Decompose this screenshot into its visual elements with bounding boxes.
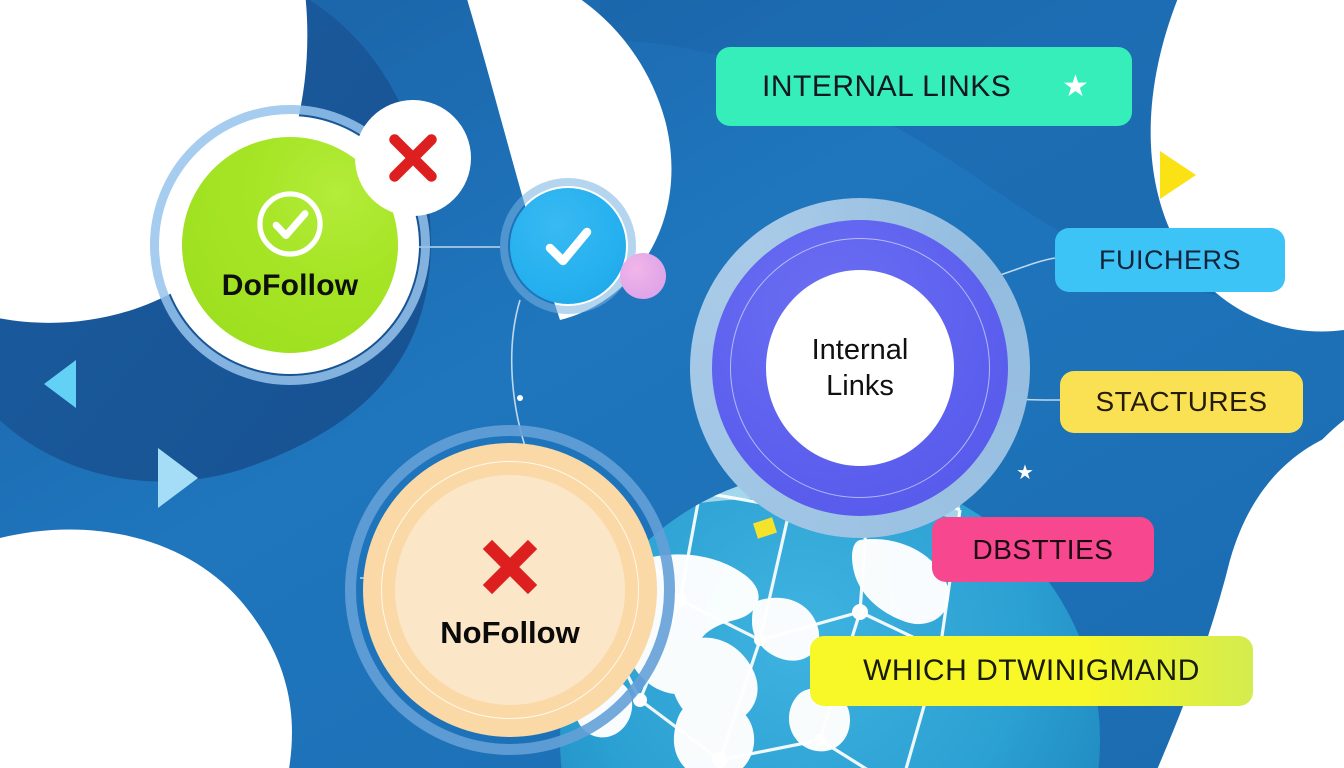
pink-dot-decoration bbox=[620, 253, 666, 299]
triangle-right-blue-icon bbox=[158, 448, 198, 508]
badge-which-dtwinigmand[interactable]: WHICH DTWINIGMAND bbox=[810, 636, 1253, 706]
blue-check-disc bbox=[510, 188, 626, 304]
badge-dbstties-label: DBSTTIES bbox=[972, 533, 1114, 565]
badge-internal-links-label: INTERNAL LINKS bbox=[762, 69, 1012, 103]
nofollow-node[interactable]: NoFollow bbox=[345, 425, 675, 755]
triangle-right-yellow-icon bbox=[1160, 151, 1196, 199]
nofollow-outer-ring bbox=[345, 425, 675, 755]
badge-fuichers[interactable]: FUICHERS bbox=[1055, 228, 1285, 292]
donut-label-line1: Internal bbox=[811, 333, 909, 366]
badge-fuichers-label: FUICHERS bbox=[1098, 244, 1241, 275]
check-icon bbox=[545, 227, 592, 266]
blue-check-node[interactable] bbox=[500, 178, 636, 314]
badge-stactures-label: STACTURES bbox=[1095, 386, 1268, 417]
badge-internal-links[interactable]: INTERNAL LINKS ★ bbox=[716, 47, 1132, 126]
close-x-icon bbox=[389, 134, 437, 182]
star-icon: ★ bbox=[1062, 69, 1090, 103]
nofollow-inner-hairline bbox=[381, 461, 639, 719]
donut-label-line2: Links bbox=[826, 370, 894, 402]
dofollow-x-badge[interactable] bbox=[355, 100, 471, 216]
donut-core: Internal Links bbox=[766, 270, 954, 466]
nofollow-core: NoFollow bbox=[395, 475, 625, 705]
nofollow-label: NoFollow bbox=[440, 615, 580, 650]
star-decoration-icon: ★ bbox=[1016, 462, 1034, 484]
donut-core-label: Internal Links bbox=[812, 332, 909, 405]
blue-check-ring bbox=[500, 178, 636, 314]
badge-stactures[interactable]: STACTURES bbox=[1060, 371, 1303, 433]
badge-dbstties[interactable]: DBSTTIES bbox=[932, 517, 1154, 582]
dofollow-node[interactable]: DoFollow bbox=[150, 100, 471, 385]
triangle-left-blue-icon bbox=[44, 360, 76, 408]
check-circle-icon bbox=[257, 191, 323, 257]
dofollow-outer-ring bbox=[150, 105, 430, 385]
badge-which-dtwinigmand-label: WHICH DTWINIGMAND bbox=[863, 654, 1200, 687]
donut-hairline bbox=[730, 238, 990, 498]
dofollow-label: DoFollow bbox=[221, 269, 359, 302]
close-x-icon bbox=[482, 539, 538, 595]
internal-links-donut[interactable]: Internal Links bbox=[690, 198, 1030, 538]
